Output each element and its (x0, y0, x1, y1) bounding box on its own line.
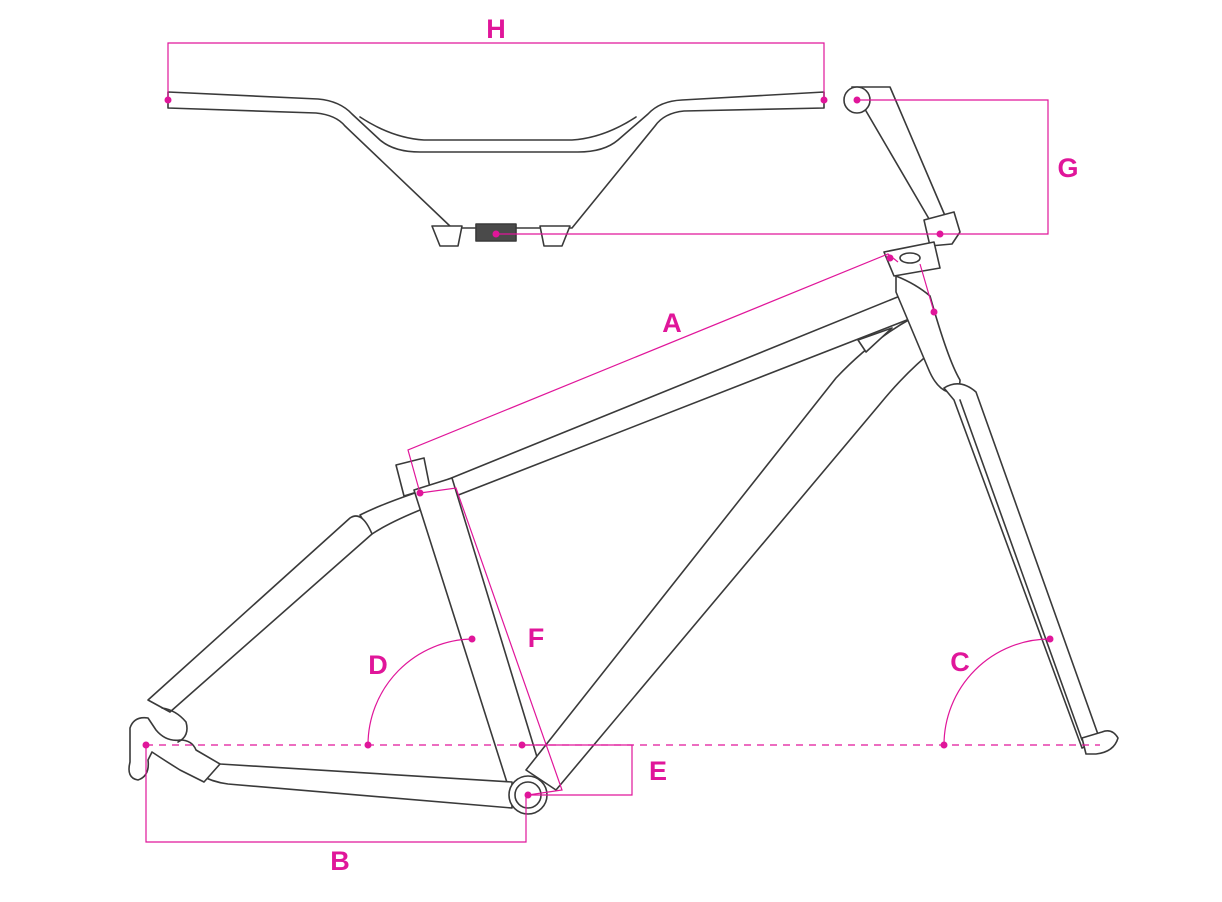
point-h-right (820, 96, 828, 104)
point-g-bar-center (492, 230, 500, 238)
dimension-g-line (496, 99, 1049, 235)
handlebar-inner-line (359, 116, 637, 141)
handlebar (167, 91, 825, 229)
point-g-stem (936, 230, 944, 238)
point-d-horizontal (364, 741, 372, 749)
point-g-top (853, 96, 861, 104)
point-c-horizontal (940, 741, 948, 749)
fork (943, 383, 1101, 749)
point-c-fork (1046, 635, 1054, 643)
label-h: H (486, 14, 506, 44)
chain-stay (197, 759, 513, 809)
handlebar-left-clamp-foot (431, 225, 463, 247)
point-rear-axle (142, 741, 150, 749)
head-tube-axis-line (919, 263, 935, 313)
label-a: A (662, 308, 682, 338)
dimension-d-arc (367, 638, 473, 746)
point-headset (886, 254, 894, 262)
point-d-seat-tube (468, 635, 476, 643)
point-e-horizontal (518, 741, 526, 749)
handlebar-right-clamp-foot (539, 225, 571, 247)
head-tube-gusset (857, 327, 893, 353)
seat-stay (147, 515, 373, 713)
headset-bolt (899, 252, 921, 264)
point-head-tube (930, 308, 938, 316)
label-c: C (950, 647, 970, 677)
bike-frame-drawing (128, 86, 1119, 815)
fork-dropout (1081, 730, 1119, 755)
dimension-f-line (419, 487, 563, 796)
fork-highlight (959, 399, 1083, 741)
dimension-h-line (167, 42, 825, 100)
point-bottom-bracket (524, 791, 532, 799)
label-d: D (368, 650, 388, 680)
label-f: F (528, 623, 545, 653)
dimension-labels: H G A F D C E B (330, 14, 1078, 876)
stem-steerer-clamp (923, 211, 961, 247)
rear-dropout (128, 716, 221, 783)
label-g: G (1057, 153, 1078, 183)
label-e: E (649, 756, 667, 786)
dimension-b-line (145, 745, 527, 843)
dimension-c-arc (943, 638, 1051, 746)
dropout-slot (161, 707, 188, 743)
label-b: B (330, 846, 350, 876)
point-h-left (164, 96, 172, 104)
point-seat-top (416, 489, 424, 497)
dimension-points (142, 96, 1054, 799)
